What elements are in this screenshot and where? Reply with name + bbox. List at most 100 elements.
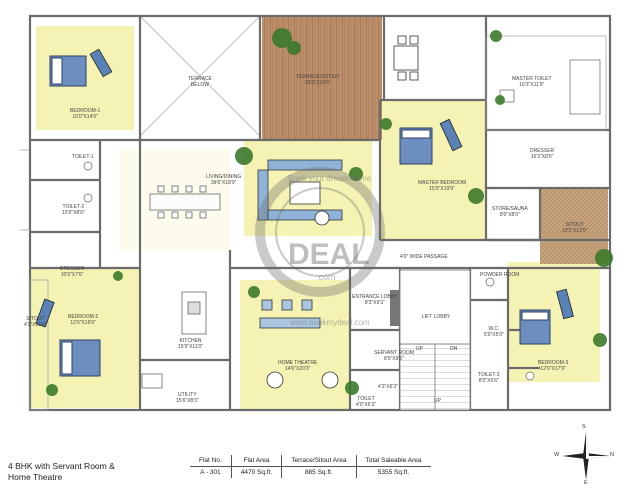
theatre-seats <box>259 299 339 389</box>
room-label-toilet1: TOILET-1 <box>72 154 94 160</box>
stair-label-up1: UP <box>416 346 423 352</box>
room-name: DN <box>450 346 458 352</box>
room-label-home-theatre: HOME THEATRE 14'6"X20'3" <box>278 360 317 372</box>
room-name: BEDROOM-2 <box>68 314 99 320</box>
room-name: TOILET-3 <box>478 372 500 378</box>
room-name: DRESSER <box>60 266 85 272</box>
room-label-kitchen: KITCHEN 15'9"X11'0" <box>178 338 203 350</box>
table-header: Flat No. <box>190 455 232 467</box>
table-header-row: Flat No. Flat Area Terrace/Sitout Area T… <box>190 455 431 467</box>
room-name: 4'0" WIDE PASSAGE <box>400 254 448 260</box>
room-label-master-toilet: MASTER TOILET 16'3"X11'9" <box>512 76 552 88</box>
room-dim: 16'3"X8'6" <box>530 154 554 160</box>
compass-rose: S N E W <box>554 424 616 486</box>
table-header: Terrace/Sitout Area <box>281 455 356 467</box>
caption-line-1: 4 BHK with Servant Room & <box>8 461 115 471</box>
room-label-living: LIVING/DINING 39'6"X18'9" <box>206 174 241 186</box>
table-cell: 5355 Sq.ft. <box>355 466 431 478</box>
room-dim: 5'0"X5'0" <box>484 332 504 338</box>
bath-fixtures <box>83 59 601 381</box>
room-label-sitout-right: SITOUT 10'3"X12'0" <box>562 222 587 234</box>
watermark-top-text: Book your dream home <box>288 174 372 183</box>
room-label-toilet2: TOILET-2 10'9"X8'0" <box>62 204 85 216</box>
room-dim: 8'3"X9'3" <box>364 300 385 306</box>
room-label-entrance-lobby: ENTRANCE LOBBY 8'3"X9'3" <box>352 294 398 306</box>
plants <box>46 28 613 396</box>
room-label-sitout-left: SITOUT 4'3"X16'6" <box>24 316 47 328</box>
watermark-com-text: .com <box>316 272 336 282</box>
room-label-passage: 4'0" WIDE PASSAGE <box>400 254 448 260</box>
room-label-dresser2: DRESSER 10'9"X7'6" <box>60 266 84 278</box>
room-dim: 15'0"X19'9" <box>429 186 455 192</box>
room-name: HOME THEATRE <box>278 360 318 366</box>
watermark-seal <box>255 167 385 297</box>
stair-label-up2: UP <box>434 398 441 404</box>
compass-n: N <box>610 452 614 458</box>
compass-e: E <box>584 480 588 486</box>
compass-s: S <box>582 424 586 430</box>
room-name: MASTER TOILET <box>512 76 552 82</box>
room-label-wc: W.C. 5'0"X5'0" <box>484 326 504 338</box>
room-dim: BELOW <box>190 82 209 88</box>
room-name: LIVING/DINING <box>206 174 242 180</box>
room-name: UP <box>416 346 423 352</box>
room-name: BEDROOM-3 <box>538 360 569 366</box>
room-dim: 4'0"X6'3" <box>356 402 376 408</box>
dining-table <box>149 185 221 219</box>
room-label-terrace-sitout: TERRACE/SITOUT 33'0"X16'6" <box>296 74 340 86</box>
room-name: MASTER BEDROOM <box>418 180 467 186</box>
room-name: SITOUT <box>565 222 584 228</box>
room-dim: 33'0"X16'6" <box>305 80 331 86</box>
room-dim: 8'0"X5'6" <box>478 378 499 384</box>
lounge-chairs <box>35 48 574 328</box>
table-cell: A - 301 <box>200 469 221 476</box>
room-name: ENTRANCE LOBBY <box>352 294 398 300</box>
room-label-bedroom2: BEDROOM-2 12'0"X16'6" <box>68 314 98 326</box>
room-name: KITCHEN <box>179 338 202 344</box>
room-dim: 15'9"X11'0" <box>178 344 204 350</box>
kitchen-counter <box>141 291 207 389</box>
watermark-url: www.bookmydeal.com <box>290 318 370 327</box>
room-dim: 16'3"X11'9" <box>519 82 545 88</box>
room-label-servant-small: 4'3"X6'3" <box>378 384 398 390</box>
room-name: SITOUT <box>26 316 45 322</box>
lift-shaft <box>399 269 471 345</box>
room-name: TERRACE <box>188 76 212 82</box>
compass-w: W <box>554 452 560 458</box>
living-sofa <box>257 159 343 226</box>
room-name: TOILET-2 <box>62 204 85 210</box>
room-name: TOILET <box>357 396 375 402</box>
room-name: TOILET-1 <box>72 154 94 160</box>
stair-label-dn: DN <box>450 346 457 352</box>
room-name: STORE/SAUNA <box>492 206 528 212</box>
room-label-toilet3: TOILET-3 8'0"X5'6" <box>478 372 500 384</box>
room-name: LIFT LOBBY <box>422 314 451 320</box>
room-dim: 10'9"X7'6" <box>60 272 84 278</box>
room-label-servant-toilet: TOILET 4'0"X6'3" <box>356 396 376 408</box>
room-label-terrace-below: TERRACE BELOW <box>188 76 212 88</box>
room-dim: 10'9"X8'0" <box>62 210 85 216</box>
table-row: A - 301 4470 Sq.ft. 885 Sq.ft. 5355 Sq.f… <box>190 466 431 478</box>
room-dim: 8'0"X8'0" <box>499 212 520 218</box>
duct <box>390 290 400 326</box>
room-label-master-bedroom: MASTER BEDROOM 15'0"X19'9" <box>418 180 466 192</box>
table-cell: 885 Sq.ft. <box>281 466 356 478</box>
area-table: Flat No. Flat Area Terrace/Sitout Area T… <box>190 455 431 478</box>
walls <box>28 14 612 412</box>
window-lines <box>20 35 607 411</box>
room-label-servant-room: SERVANT ROOM 8'9"X9'6" <box>374 350 414 362</box>
compass-icon <box>562 432 610 480</box>
room-label-lift-lobby: LIFT LOBBY <box>422 314 450 320</box>
table-header: Flat Area <box>230 455 282 467</box>
plan-caption: 4 BHK with Servant Room & Home Theatre <box>8 461 158 483</box>
room-dim: 15'6"X8'3" <box>176 398 199 404</box>
room-dim: 8'9"X9'6" <box>384 356 404 362</box>
table-header: Total Saleable Area <box>355 455 431 467</box>
room-dim: 12'0"X16'6" <box>70 320 96 326</box>
terrace-table <box>393 35 419 81</box>
room-label-store: STORE/SAUNA 8'0"X8'0" <box>492 206 528 218</box>
room-label-utility: UTILITY 15'6"X8'3" <box>176 392 199 404</box>
room-name: BEDROOM-1 <box>70 108 101 114</box>
room-dim: 12'0"X17'9" <box>540 366 566 372</box>
